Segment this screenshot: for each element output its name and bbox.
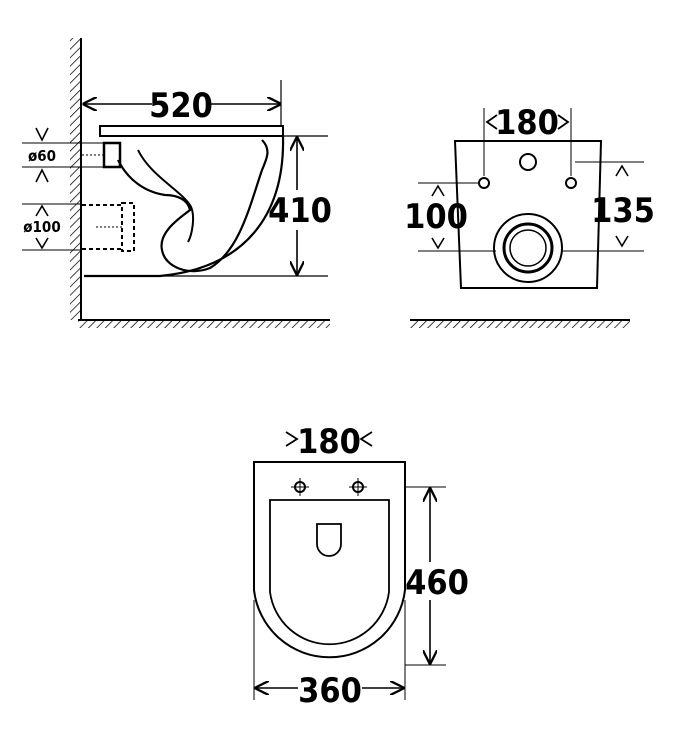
bowl-outer-outline [84,135,285,278]
dimension-410-label: 410 [268,191,332,231]
back-dimension-100-label: 100 [404,197,468,237]
back-floor-hatch [410,319,630,328]
top-bolt-right [349,478,367,496]
floor-hatch [78,319,330,328]
dimension-410: 410 [160,135,332,277]
back-body-outline [453,140,603,289]
top-outlet-slot [316,523,342,557]
top-dimension-180-label: 180 [297,422,361,462]
dimension-520: 520 [84,80,282,126]
bowl-inner-outline [117,139,269,273]
wall-hatch [70,38,82,320]
top-view: 180 460 360 [253,422,469,711]
back-dimension-180: 180 [483,103,572,176]
back-dimension-180-label: 180 [495,103,559,143]
inlet-pipe-upper [82,141,122,169]
dimension-520-label: 520 [149,86,213,126]
bolt-hole-right [565,177,577,189]
top-dimension-360: 360 [253,600,406,711]
back-dimension-135-label: 135 [591,191,655,231]
dimension-pipe-lower: ø100 [22,203,82,251]
top-dimension-360-label: 360 [298,671,362,711]
top-bolt-left [291,478,309,496]
side-view: 520 410 ø60 ø100 [22,38,332,328]
back-dimension-135: 135 [562,161,655,252]
back-dimension-100: 100 [404,182,496,252]
dimension-pipe-upper-label: ø60 [28,147,56,165]
seat-outline [99,125,284,137]
top-dimension-460: 460 [405,486,469,666]
top-dimension-460-label: 460 [405,563,469,603]
top-bowl-opening [269,499,390,646]
dimension-pipe-upper: ø60 [22,127,104,183]
top-body-outline [253,461,406,659]
top-dimension-180: 180 [285,422,373,462]
outlet-ring [493,213,563,283]
dimension-pipe-lower-label: ø100 [23,218,60,236]
outlet-pipe-lower [82,202,135,252]
bolt-hole-left [478,177,490,189]
inlet-hole [519,153,537,171]
back-view: 180 100 135 [404,103,655,328]
trap-outline [137,149,195,243]
